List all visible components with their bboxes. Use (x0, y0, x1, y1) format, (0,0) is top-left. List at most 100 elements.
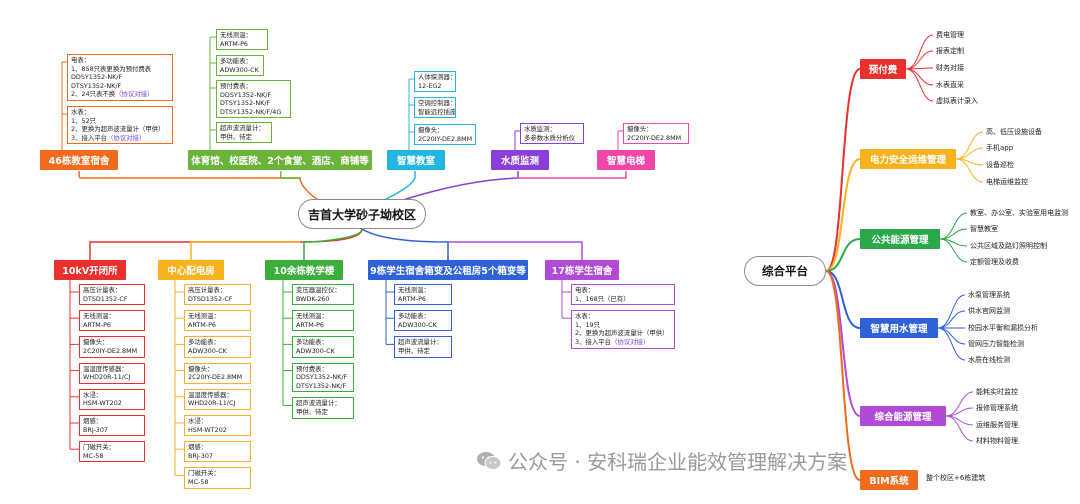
box-line: 无线测温： (398, 286, 430, 294)
box-line: ARTM-P6 (398, 294, 426, 303)
spec-box[interactable]: 门磁开关：MC-58 (79, 441, 145, 463)
platform-leaf[interactable]: 高、低压设施设备 (986, 128, 1042, 136)
spec-box[interactable]: 水质监测：多参数水质分析仪 (520, 123, 584, 145)
box-line: HSM-WT202 (83, 399, 122, 408)
platform-leaf[interactable]: 运维服务管理 (976, 421, 1018, 429)
platform-leaf[interactable]: 智慧教室 (970, 225, 998, 233)
box-line: DDSY1352-NK/F (296, 373, 348, 382)
spec-box[interactable]: 温湿度传感器：WHD20R-11/CJ (184, 388, 251, 410)
bottom-branch-node[interactable]: 10余栋教学楼 (265, 260, 343, 280)
box-line: 3、接入平台（协议对接） (71, 133, 146, 142)
platform-branch-node[interactable]: 综合能源管理 (860, 406, 946, 426)
platform-branch-node[interactable]: BIM系统 (860, 470, 918, 490)
platform-leaf[interactable]: 教室、办公室、实验室用电监测 (970, 209, 1068, 217)
spec-box[interactable]: 水浸：HSM-WT202 (79, 388, 145, 410)
spec-box[interactable]: 摄像头：2C20IY-DE2.8MM (414, 124, 476, 146)
box-line: DTSY1352-NK/F (220, 99, 271, 108)
platform-branch-node[interactable]: 电力安全运维管理 (860, 149, 956, 169)
box-line: 2C20IY-DE2.8MM (188, 373, 243, 382)
branch-label: 9栋学生宿舍箱变及公租房5个箱变等 (370, 266, 526, 277)
box-line: ADW300-CK (220, 65, 259, 74)
box-line: 1、52只 (71, 116, 96, 125)
spec-box[interactable]: 摄像头：2C20IY-DE2.8MM (184, 362, 251, 384)
spec-box[interactable]: 多功能表：ADW300-CK (216, 55, 264, 77)
bottom-branch-node[interactable]: 9栋学生宿舍箱变及公租房5个箱变等 (368, 260, 528, 280)
top-branch-node[interactable]: 46栋教室宿舍 (40, 150, 118, 170)
platform-leaf[interactable]: 能耗实时监控 (976, 388, 1018, 396)
spec-box[interactable]: 无线测温：ARTM-P6 (292, 310, 354, 332)
spec-box[interactable]: 无线测温：ARTM-P6 (184, 310, 251, 332)
box-line: 门磁开关： (83, 443, 115, 452)
spec-box[interactable]: 水浸：HSM-WT202 (184, 415, 251, 437)
spec-box[interactable]: 无线测温：ARTM-P6 (79, 310, 145, 332)
platform-leaf[interactable]: 水泵管理系统 (968, 291, 1010, 299)
bottom-branch-node[interactable]: 10kV开闭所 (54, 260, 126, 280)
spec-box[interactable]: 摄像头：2C20IY-DE2.8MM (623, 123, 689, 145)
platform-leaf[interactable]: 水表直采 (936, 81, 964, 89)
spec-box[interactable]: 无线测温：ARTM-P6 (216, 29, 268, 51)
top-branch-node[interactable]: 智慧电梯 (597, 150, 655, 170)
box-line: ARTM-P6 (83, 320, 111, 329)
platform-leaf[interactable]: 财务对接 (936, 64, 964, 72)
spec-box[interactable]: 无线测温：ARTM-P6 (394, 284, 452, 306)
platform-leaf[interactable]: 定额管理及收费 (970, 258, 1019, 266)
spec-box[interactable]: 门磁开关：MC-58 (184, 467, 251, 489)
box-line: 1、858只表更换为预付费表 (71, 64, 152, 73)
platform-root-node[interactable]: 综合平台 (744, 256, 826, 286)
box-line: 1、168只（已有） (575, 294, 630, 303)
spec-box[interactable]: 空调控制器：智能远控插座 (414, 97, 456, 119)
top-branch-node[interactable]: 智慧教室 (387, 150, 445, 170)
box-line: 2、更换为超声波流量计（甲供） (71, 125, 165, 134)
box-line: 多功能表： (220, 57, 252, 65)
platform-branch-node[interactable]: 预付费 (860, 59, 906, 79)
platform-leaf[interactable]: 水质在线检测 (968, 356, 1010, 364)
platform-branch-node[interactable]: 智慧用水管理 (860, 318, 938, 338)
bottom-branch-node[interactable]: 中心配电房 (158, 260, 224, 280)
box-line: 2、更换为超声波流量计（甲供） (575, 329, 669, 338)
platform-leaf[interactable]: 手机app (986, 144, 1014, 152)
platform-branch-node[interactable]: 公共能源管理 (860, 229, 940, 249)
top-branch-node[interactable]: 水质监测 (491, 150, 549, 170)
platform-leaf[interactable]: 校园水平衡和漏损分析 (968, 324, 1038, 332)
spec-box[interactable]: 超声波流量计：甲供、待定 (216, 122, 272, 144)
spec-box[interactable]: 高压计量表：DTSD1352-CF (184, 284, 251, 306)
platform-leaf[interactable]: 材料物料管理 (976, 437, 1018, 445)
box-line: BRJ-307 (83, 425, 108, 434)
spec-box[interactable]: 摄像头：2C20IY-DE2.8MM (79, 336, 145, 358)
box-line: DTSD1352-CF (188, 294, 233, 303)
spec-box[interactable]: 温湿度传感器：WHD20R-11/CJ (79, 362, 145, 384)
platform-leaf[interactable]: 整个校区+6栋建筑 (926, 474, 986, 482)
spec-box[interactable]: 变压器温控仪：BWDK-260 (292, 284, 354, 306)
top-branch-node[interactable]: 体育馆、校医院、2个食堂、酒店、商铺等 (188, 150, 372, 170)
platform-leaf[interactable]: 公共区域及路灯照明控制 (970, 242, 1047, 250)
platform-leaf[interactable]: 报表定制 (936, 47, 964, 55)
bottom-branch-node[interactable]: 17栋学生宿舍 (545, 260, 619, 280)
spec-box[interactable]: 电表：1、168只（已有） (571, 284, 675, 306)
platform-leaf[interactable]: 虚拟表计录入 (936, 97, 978, 105)
spec-box[interactable]: 超声波流量计：甲供、待定 (292, 397, 354, 419)
box-line: 水表： (575, 312, 595, 321)
box-line: 电表： (575, 286, 595, 294)
platform-leaf[interactable]: 供水官网监测 (968, 307, 1010, 315)
branch-label: 综合能源管理 (874, 412, 932, 423)
spec-box[interactable]: 烟感：BRJ-307 (184, 441, 251, 463)
platform-leaf[interactable]: 电梯运维监控 (986, 178, 1028, 186)
spec-box[interactable]: 高压计量表：DTSD1352-CF (79, 284, 145, 306)
spec-box[interactable]: 人体探测器：12-EG2 (414, 71, 456, 93)
spec-box[interactable]: 多功能表：ADW300-CK (184, 336, 251, 358)
platform-leaf[interactable]: 报修管理系统 (976, 404, 1018, 412)
platform-leaf[interactable]: 费电管理 (936, 31, 964, 39)
platform-leaf[interactable]: 管网压力智能检测 (968, 340, 1024, 348)
box-line: 电表： (71, 56, 91, 64)
spec-box[interactable]: 烟感：BRJ-307 (79, 415, 145, 437)
platform-leaf[interactable]: 设备巡检 (986, 161, 1014, 169)
spec-box[interactable]: 多功能表：ADW300-CK (394, 310, 452, 332)
spec-box[interactable]: 多功能表：ADW300-CK (292, 336, 354, 358)
spec-box[interactable]: 超声波流量计：甲供、待定 (394, 336, 452, 358)
campus-root-node[interactable]: 吉首大学砂子坳校区 (298, 199, 426, 229)
